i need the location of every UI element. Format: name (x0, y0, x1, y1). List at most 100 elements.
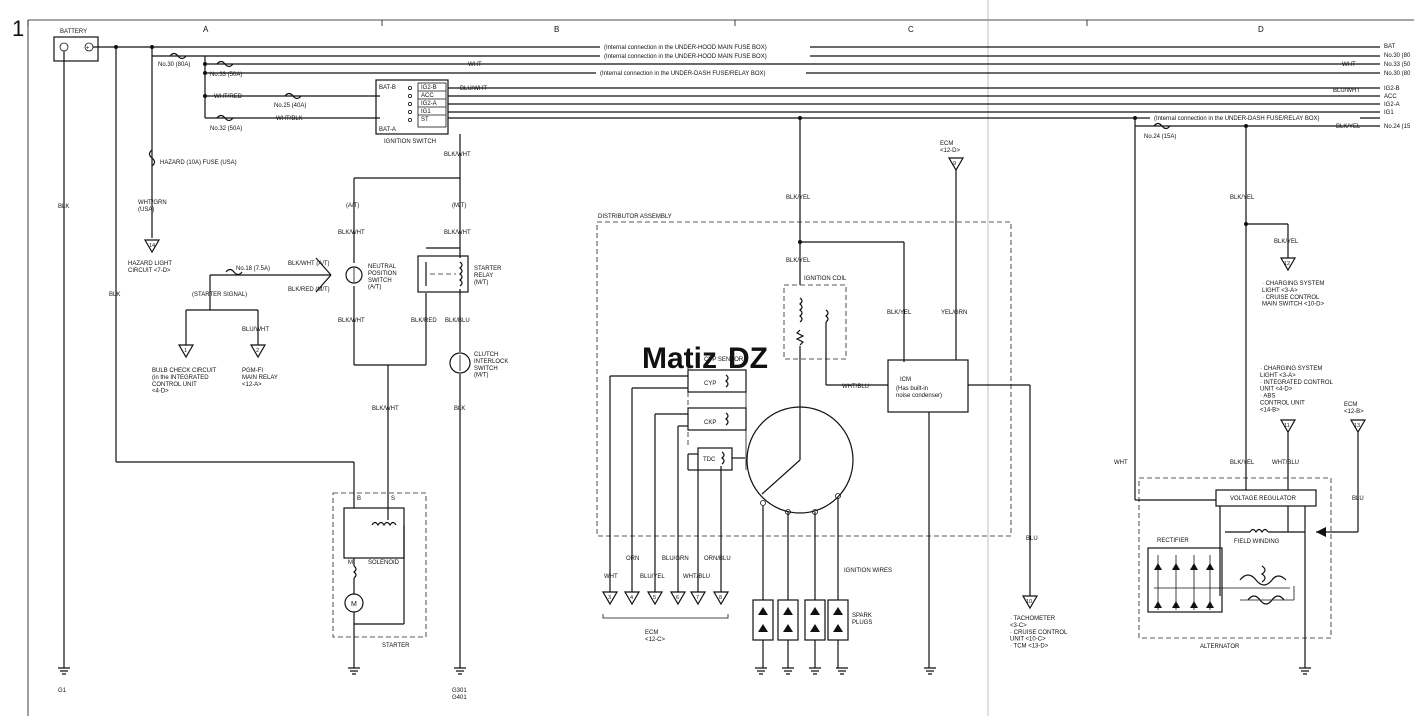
connector-5: 5 (653, 595, 656, 601)
wire-wht-alt: WHT (1114, 460, 1128, 466)
connector-6: 6 (676, 595, 679, 601)
wire-wht-grn: WHT/GRN(USA) (138, 200, 167, 213)
ignition-switch: BAT-B BAT-A IG2-B ACC IG2-A IG1 ST IGNIT… (375, 79, 449, 145)
ecm-connectors (601, 591, 730, 619)
page-frame (27, 0, 1414, 716)
fuse-symbols (148, 52, 1171, 276)
edge-no33: No.33 (50 (1384, 62, 1411, 68)
ecm-group-label: ECM<12-C> (645, 630, 666, 643)
zone-b: B (554, 25, 559, 34)
starter: B S M M SOLENOID STARTER (332, 492, 427, 668)
edge-bat: BAT (1384, 44, 1396, 50)
wire-wht-bus: WHT (468, 62, 482, 68)
wire-wht-bus-right: WHT (1342, 62, 1356, 68)
icm-label: ICM (900, 377, 911, 383)
wire-blk-yel-right: BLK/YEL (1336, 124, 1361, 130)
wire-wht-blk: WHT/BLK (276, 116, 303, 122)
watermark-dz: DZ (728, 342, 768, 375)
battery: BATTERY + (53, 29, 99, 62)
connector-9: 9 (953, 161, 956, 167)
wire-blk-battery: BLK (58, 204, 69, 210)
connector-7: 7 (696, 595, 699, 601)
zone-d: D (1258, 25, 1264, 34)
starter-label: STARTER (382, 643, 410, 649)
wire-blk-blu: BLK/BLU (445, 318, 470, 324)
starter-signal-label: (STARTER SIGNAL) (192, 292, 247, 298)
connector-11: 11 (1284, 423, 1290, 429)
internal-underhood-2-text: (Internal connection in the UNDER-HOOD M… (604, 54, 767, 60)
wire-orn-blu: ORN/BLU (704, 556, 731, 562)
connector-9-symbol (947, 157, 965, 172)
ignition-wires-label: IGNITION WIRES (844, 568, 892, 574)
wire-blk-yel-alt2: BLK/YEL (1274, 239, 1299, 245)
edge-ig1: IG1 (1384, 110, 1394, 116)
wire-blk-red-mt-branch: BLK/RED (M/T) (288, 287, 330, 293)
page-number: 1 (12, 16, 24, 41)
wire-blk-wht-top: BLK/WHT (444, 152, 471, 158)
battery-plus: + (86, 46, 90, 52)
wire-blk-wht-2: BLK/WHT (338, 318, 365, 324)
ckp-label: CKP (704, 420, 716, 426)
connector-8: 8 (719, 595, 722, 601)
ignition-terminal-acc: ACC (421, 93, 434, 99)
fuse-no24-label: No.24 (15A) (1144, 134, 1176, 140)
wire-blu-wht-pgm: BLU/WHT (242, 327, 269, 333)
wire-blu-wht-bus: BLU/WHT (460, 86, 487, 92)
internal-underdash-text: (Internal connection in the UNDER-DASH F… (600, 71, 766, 77)
ecm-12b-label: ECM<12-B> (1344, 402, 1364, 415)
wire-blk-wht-at-branch: BLK/WHT (A/T) (288, 261, 330, 267)
connector-2: 2 (256, 348, 259, 354)
wire-wht-ecm: WHT (604, 574, 618, 580)
fuse-no18-label: No.18 (7.5A) (236, 266, 270, 272)
connector-1: 1 (184, 348, 187, 354)
cyp-label: CYP (704, 381, 716, 387)
watermark-matiz: Matiz (642, 342, 717, 375)
wire-blk-wht-mt: BLK/WHT (444, 230, 471, 236)
fuse-no32-label: No.32 (50A) (210, 126, 242, 132)
rectifier-label: RECTIFIER (1157, 538, 1189, 544)
wire-blu-yel: BLU/YEL (640, 574, 665, 580)
wire-blk-clutch: BLK (454, 406, 465, 412)
fuse-no25-label: No.25 (40A) (274, 103, 306, 109)
wire-blk-yel-1: BLK/YEL (786, 195, 811, 201)
ignition-terminal-ig2a: IG2-A (421, 101, 437, 107)
wire-wht-blu-icm: WHT/BLU (842, 384, 869, 390)
connector-12: 12 (1284, 261, 1290, 267)
ignition-terminal-ig2b: IG2-B (421, 85, 437, 91)
starter-terminal-b: B (357, 496, 361, 502)
fuse-no30-label: No.30 (80A) (158, 62, 190, 68)
ignition-terminal-ig1: IG1 (421, 109, 431, 115)
starter-circuit-wires (116, 134, 461, 668)
wire-blk-red: BLK/RED (411, 318, 437, 324)
connector-10-symbol (1021, 595, 1039, 610)
connector-3: 3 (608, 595, 611, 601)
edge-no24: No.24 (15 (1384, 124, 1411, 130)
connector-13-symbol (1349, 419, 1367, 434)
internal-underhood-1-text: (Internal connection in the UNDER-HOOD M… (604, 45, 767, 51)
edge-no30b: No.30 (80 (1384, 71, 1411, 77)
connector-12-symbol (1279, 257, 1297, 272)
watermark: Matiz DZ (642, 342, 768, 375)
connectors-left (143, 239, 267, 359)
fuse-hazard-label: HAZARD (10A) FUSE (USA) (160, 160, 237, 166)
field-winding-label: FIELD WINDING (1234, 539, 1280, 545)
edge-ig2a: IG2-A (1384, 102, 1400, 108)
ignition-switch-label: IGNITION SWITCH (384, 139, 436, 145)
voltage-regulator-label: VOLTAGE REGULATOR (1230, 496, 1297, 502)
ignition-coil-label: IGNITION COIL (804, 276, 847, 282)
wire-wht-blu-ecm: WHT/BLU (683, 574, 710, 580)
grounds (58, 667, 1311, 675)
starter-terminal-m: M (348, 560, 353, 566)
